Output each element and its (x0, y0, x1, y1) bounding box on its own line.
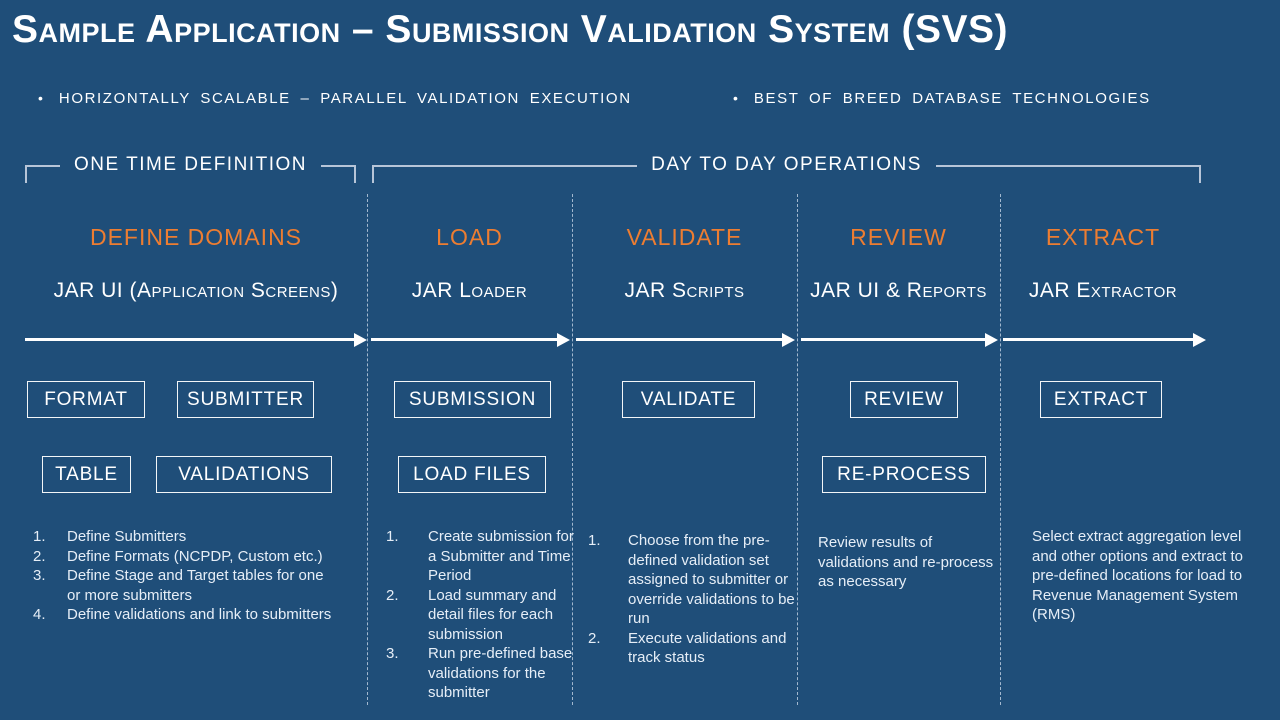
column-header-define-domains: DEFINE DOMAINS (89, 224, 303, 250)
phase-bracket-one-time-definition: ONE TIME DEFINITION (25, 154, 356, 183)
column-tool-jar-extractor: JAR Extractor (1028, 279, 1178, 302)
note-review: Review results of validations and re-pro… (818, 534, 994, 590)
bullet-icon: • (733, 90, 738, 106)
phase-bracket-day-to-day-operations: DAY TO DAY OPERATIONS (372, 154, 1202, 183)
step-list-define-domains: Define Submitters Define Formats (NCPDP,… (33, 527, 333, 625)
list-item: Execute validations and track status (588, 629, 787, 667)
flow-arrow-icon (1003, 333, 1206, 347)
column-divider (367, 194, 368, 705)
arrow-head-icon (557, 333, 570, 347)
slide-title: Sample Application – Submission Validati… (12, 8, 1008, 51)
bracket-tick-right (354, 165, 356, 183)
column-divider (1000, 194, 1001, 705)
arrow-head-icon (1193, 333, 1206, 347)
arrow-head-icon (354, 333, 367, 347)
list-item: Choose from the pre-defined validation s… (588, 531, 795, 627)
step-list-load: Create submission for a Submitter and Ti… (386, 527, 582, 703)
process-box-submitter: SUBMITTER (177, 381, 314, 418)
note-extract: Select extract aggregation level and oth… (1032, 528, 1243, 623)
bracket-tick-right (1199, 165, 1202, 183)
feature-bullet-scalable: • HORIZONTALLY SCALABLE – PARALLEL VALID… (38, 90, 632, 107)
arrow-shaft (371, 338, 561, 341)
bracket-line (27, 165, 61, 167)
process-box-validate: VALIDATE (622, 381, 755, 418)
phase-label: ONE TIME DEFINITION (74, 154, 307, 175)
bullet-icon: • (38, 90, 43, 106)
column-tool-jar-ui-reports: JAR UI & Reports (810, 279, 987, 302)
flow-arrow-icon (25, 333, 367, 347)
arrow-shaft (25, 338, 358, 341)
process-box-validations: VALIDATIONS (156, 456, 332, 493)
flow-arrow-icon (576, 333, 795, 347)
column-header-validate: VALIDATE (626, 224, 743, 250)
bullet-text: BEST OF BREED DATABASE TECHNOLOGIES (753, 90, 1151, 107)
arrow-shaft (1003, 338, 1197, 341)
column-header-extract: EXTRACT (1045, 224, 1161, 250)
process-box-re-process: RE-PROCESS (822, 456, 986, 493)
list-item: Define Formats (NCPDP, Custom etc.) (33, 547, 323, 566)
arrow-head-icon (985, 333, 998, 347)
arrow-head-icon (782, 333, 795, 347)
list-item: Run pre-defined base validations for the… (386, 644, 573, 701)
process-box-table: TABLE (42, 456, 131, 493)
list-item: Create submission for a Submitter and Ti… (386, 527, 574, 584)
feature-bullet-database: • BEST OF BREED DATABASE TECHNOLOGIES (733, 90, 1151, 107)
bullet-text: HORIZONTALLY SCALABLE – PARALLEL VALIDAT… (58, 90, 632, 107)
bracket-tick-left (372, 165, 374, 183)
column-divider (797, 194, 798, 705)
column-divider (572, 194, 573, 705)
flow-arrow-icon (371, 333, 570, 347)
bracket-tick-left (25, 165, 27, 183)
list-item: Define Submitters (33, 527, 187, 546)
arrow-shaft (576, 338, 786, 341)
list-item: Load summary and detail files for each s… (386, 586, 557, 643)
column-header-load: LOAD (436, 224, 503, 250)
list-item: Define validations and link to submitter… (33, 605, 332, 624)
arrow-shaft (801, 338, 989, 341)
process-box-review: REVIEW (850, 381, 958, 418)
process-box-format: FORMAT (27, 381, 145, 418)
bracket-line (374, 165, 638, 167)
process-box-load-files: LOAD FILES (398, 456, 546, 493)
step-list-validate: Choose from the pre-defined validation s… (588, 531, 802, 668)
column-tool-jar-scripts: JAR Scripts (624, 279, 745, 302)
bracket-line (320, 165, 354, 167)
process-box-extract: EXTRACT (1040, 381, 1162, 418)
list-item: Define Stage and Target tables for one o… (33, 566, 324, 604)
flow-arrow-icon (801, 333, 998, 347)
process-box-submission: SUBMISSION (394, 381, 551, 418)
bracket-line (935, 165, 1200, 167)
column-tool-jar-ui: JAR UI (Application Screens) (53, 279, 339, 302)
column-header-review: REVIEW (850, 224, 947, 250)
column-tool-jar-loader: JAR Loader (411, 279, 528, 302)
phase-label: DAY TO DAY OPERATIONS (651, 154, 922, 175)
